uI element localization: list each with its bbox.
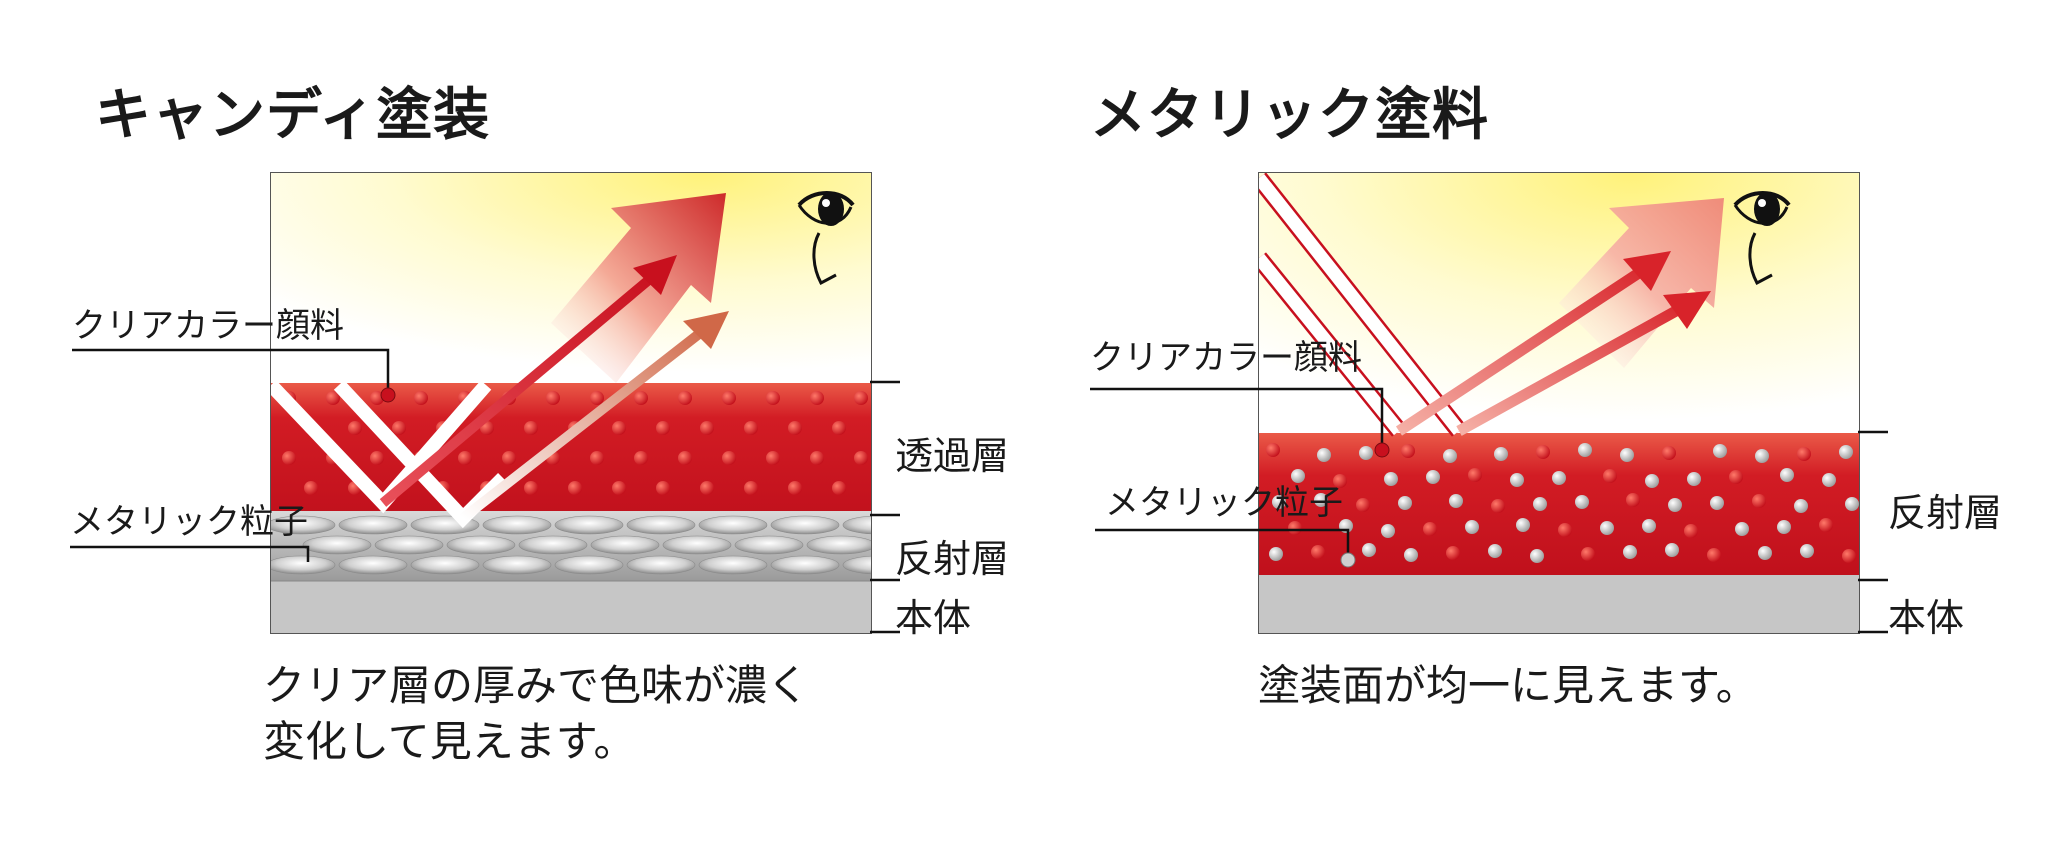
- metallic-paint-diagram: [1258, 172, 1860, 634]
- right-panel-title: メタリック塗料: [1090, 83, 1489, 148]
- right-caption: 塗装面が均一に見えます。: [1258, 658, 1758, 714]
- left-transmission-layer-label: 透過層: [895, 434, 1010, 478]
- eye-icon: [797, 191, 855, 286]
- candy-paint-svg: [271, 173, 871, 633]
- right-metallic-label: メタリック粒子: [1105, 483, 1343, 523]
- right-pigment-label: クリアカラー顔料: [1090, 338, 1362, 378]
- left-metallic-label: メタリック粒子: [70, 502, 308, 542]
- left-body-layer-label: 本体: [895, 596, 972, 640]
- left-reflection-layer-label: 反射層: [895, 537, 1010, 581]
- left-caption: クリア層の厚みで色味が濃く 変化して見えます。: [263, 658, 809, 770]
- left-pigment-label: クリアカラー顔料: [72, 306, 344, 346]
- right-caption-line-1: 塗装面が均一に見えます。: [1258, 661, 1758, 710]
- metallic-paint-svg: [1259, 173, 1859, 633]
- left-caption-line-2: 変化して見えます。: [263, 717, 636, 766]
- left-caption-line-1: クリア層の厚みで色味が濃く: [263, 661, 810, 710]
- right-reflection-layer-label: 反射層: [1888, 491, 2003, 535]
- right-body-layer-label: 本体: [1888, 596, 1965, 640]
- eye-icon: [1733, 191, 1791, 286]
- candy-paint-diagram: [270, 172, 872, 634]
- left-panel-title: キャンディ塗装: [95, 83, 491, 148]
